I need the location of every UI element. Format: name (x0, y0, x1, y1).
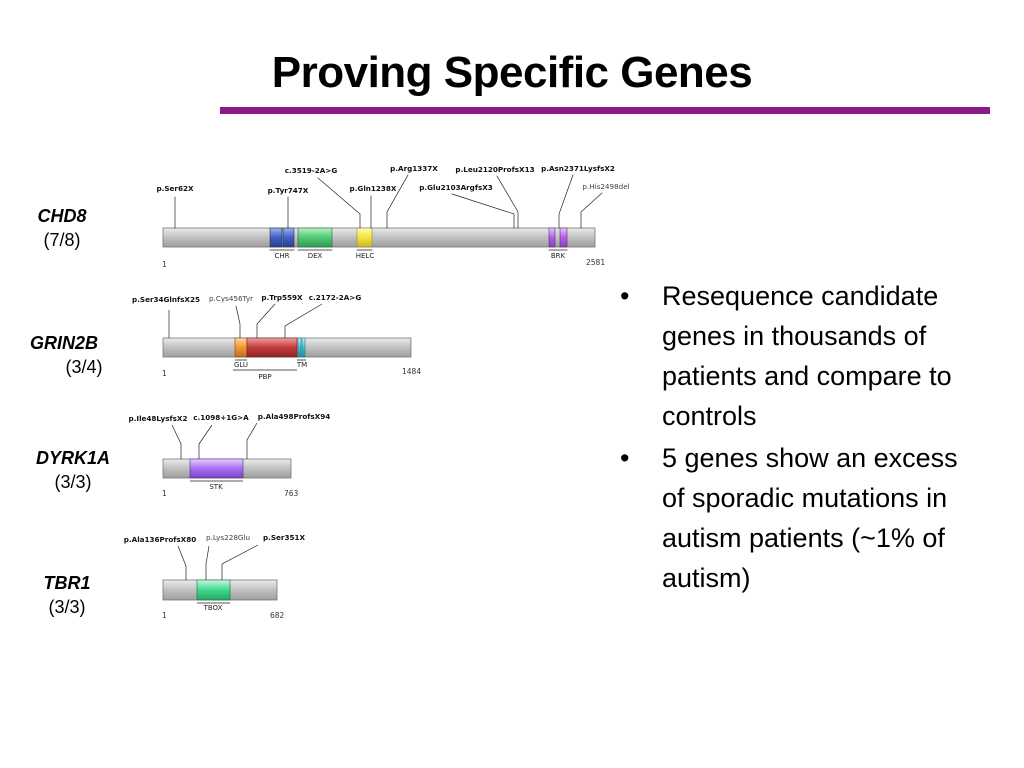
end-position: 2581 (586, 258, 605, 267)
mutation-leaders (177, 544, 259, 580)
domain-brk (559, 227, 568, 248)
bullet-item: • Resequence candidate genes in thousand… (618, 276, 978, 436)
gene-label-tbr1: TBR1 (3/3) (20, 571, 114, 619)
domain-chr (282, 227, 295, 248)
domain-tm (301, 337, 306, 358)
mutation-label: p.Asn2371LysfsX2 (541, 164, 615, 173)
mutation-label: p.Tyr747X (268, 186, 309, 195)
mutation-label: p.Arg1337X (390, 164, 438, 173)
domain-tm (297, 337, 302, 358)
bullet-list: • Resequence candidate genes in thousand… (618, 276, 978, 600)
domain-chr (269, 227, 283, 248)
domain-label: DEX (308, 252, 323, 260)
bullet-text: Resequence candidate genes in thousands … (662, 281, 952, 431)
domain-underlines (233, 359, 306, 371)
mutation-label: c.1098+1G>A (193, 413, 249, 422)
domain-label: GLU (234, 361, 248, 369)
start-position: 1 (162, 489, 167, 498)
domain-label: TBOX (203, 604, 223, 612)
end-position: 1484 (402, 367, 421, 376)
gene-name: GRIN2B (29, 333, 98, 353)
domain-label: HELC (356, 252, 375, 260)
mutation-label: p.Leu2120ProfsX13 (455, 165, 534, 174)
gene-ratio: (3/3) (48, 597, 86, 617)
mutation-label: p.Glu2103ArgfsX3 (419, 183, 493, 192)
dyrk1a-diagram: STK 1 763 p.Ile48LysfsX2 c.1098+1G>A p.A… (129, 412, 331, 498)
mutation-leaders (174, 174, 603, 229)
end-position: 763 (284, 489, 299, 498)
domain-brk (548, 227, 556, 248)
mutation-label: p.Ser34GlnfsX25 (132, 295, 200, 304)
mutation-label: p.Ser62X (156, 184, 193, 193)
mutation-label: p.Ala498ProfsX94 (258, 412, 330, 421)
mutation-label: p.His2498del (582, 182, 629, 191)
mutation-leaders (168, 303, 323, 338)
gene-name: DYRK1A (35, 448, 110, 468)
bullet-item: • 5 genes show an excess of sporadic mut… (618, 438, 978, 598)
tbr1-diagram: TBOX 1 682 p.Ala136ProfsX80 p.Lys228Glu … (124, 533, 306, 620)
gene-label-dyrk1a: DYRK1A (3/3) (20, 446, 126, 494)
end-position: 682 (270, 611, 285, 620)
mutation-label: p.Cys456Tyr (209, 294, 253, 303)
domain-label: TM (296, 361, 307, 369)
domain-stk (189, 458, 244, 479)
mutation-label: p.Ala136ProfsX80 (124, 535, 196, 544)
domain-label: CHR (274, 252, 289, 260)
chd8-diagram: CHR DEX HELC BRK 1 2581 c.3519-2A>G p.Ar… (156, 164, 629, 269)
bullet-icon: • (620, 443, 630, 473)
mutation-label: p.Ser351X (263, 533, 305, 542)
gene-label-grin2b: GRIN2B (3/4) (16, 331, 112, 379)
slide-title: Proving Specific Genes (271, 48, 753, 97)
domain-label: PBP (258, 373, 271, 381)
mutation-leaders (171, 422, 258, 459)
title-underline (220, 107, 990, 114)
domain-label: STK (209, 483, 223, 491)
start-position: 1 (162, 369, 167, 378)
bullet-text: 5 genes show an excess of sporadic mutat… (662, 443, 958, 593)
domain-tbox (196, 579, 231, 601)
domain-glu (234, 337, 248, 358)
gene-name: CHD8 (37, 206, 87, 226)
gene-label-chd8: CHD8 (7/8) (20, 204, 104, 252)
gene-ratio: (7/8) (43, 230, 81, 250)
domain-dex (297, 227, 333, 248)
mutation-label: p.Ile48LysfsX2 (129, 414, 188, 423)
gene-ratio: (3/4) (65, 357, 103, 377)
mutation-label: c.2172-2A>G (309, 293, 362, 302)
domain-helc (356, 227, 373, 248)
mutation-label: p.Lys228Glu (206, 533, 250, 542)
mutation-label: c.3519-2A>G (285, 166, 338, 175)
domain-pbp (246, 337, 298, 358)
protein-bar (162, 227, 596, 248)
grin2b-diagram: GLU TM PBP 1 1484 p.Ser34GlnfsX25 p.Cys4… (132, 293, 421, 381)
domain-label: BRK (551, 252, 566, 260)
start-position: 1 (162, 611, 167, 620)
bullet-icon: • (620, 281, 630, 311)
mutation-label: p.Trp559X (261, 293, 303, 302)
start-position: 1 (162, 260, 167, 269)
gene-name: TBR1 (43, 573, 91, 593)
mutation-label: p.Gln1238X (350, 184, 397, 193)
gene-ratio: (3/3) (54, 472, 92, 492)
